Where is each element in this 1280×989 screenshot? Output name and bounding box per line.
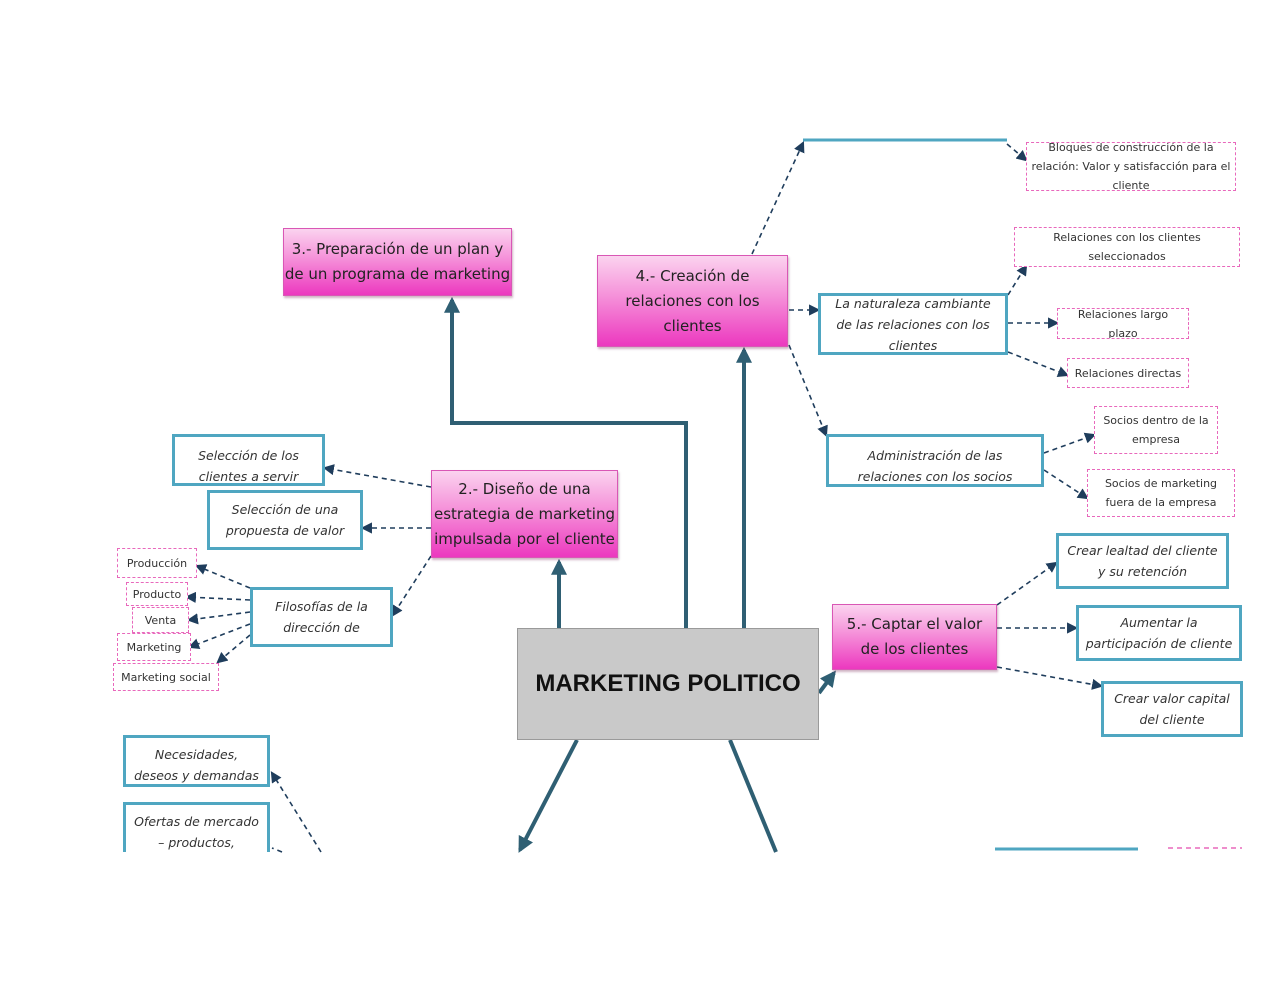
socios-fuera-node: Socios de marketing fuera de la empresa xyxy=(1087,469,1235,517)
bloques-node: Bloques de construcción de la relación: … xyxy=(1026,142,1236,191)
philosophy-producto: Producto xyxy=(126,582,188,606)
philosophy-venta-label: Venta xyxy=(144,613,177,627)
philosophy-marketing-label: Marketing xyxy=(126,640,182,654)
step-2-label: 2.- Diseño de una estrategia de marketin… xyxy=(434,479,615,548)
participacion-label: Aumentar la participación de cliente xyxy=(1085,615,1233,651)
s2-to-filosofias xyxy=(391,555,432,617)
center-node: MARKETING POLITICO xyxy=(517,628,819,740)
filosofias-to-marketing-social xyxy=(216,634,251,664)
participacion-node: Aumentar la participación de cliente xyxy=(1076,605,1242,661)
philosophy-marketing: Marketing xyxy=(117,633,191,661)
directas-label: Relaciones directas xyxy=(1074,366,1182,380)
trunk-to-step5 xyxy=(817,670,836,695)
trunk-down-right xyxy=(728,739,778,853)
philosophy-venta: Venta xyxy=(132,607,189,633)
admin-to-socios-fuera xyxy=(1043,469,1089,500)
trunk-to-step1 xyxy=(518,739,579,853)
capital-node: Crear valor capital del cliente xyxy=(1101,681,1243,737)
ofertas-label: Ofertas de mercado – productos, servicio… xyxy=(134,814,259,850)
step-3-label: 3.- Preparación de un plan y de un progr… xyxy=(284,240,511,283)
s5-to-lealtad xyxy=(996,561,1058,606)
propuesta-valor-node: Selección de una propuesta de valor xyxy=(207,490,363,550)
socios-fuera-label: Socios de marketing fuera de la empresa xyxy=(1104,477,1218,509)
naturaleza-node: La naturaleza cambiante de las relacione… xyxy=(818,293,1008,355)
philosophy-produccion: Producción xyxy=(117,548,197,578)
s2-to-seleccion-clientes xyxy=(322,464,432,488)
trunk-to-step3 xyxy=(444,296,688,628)
step-4-label: 4.- Creación de relaciones con los clien… xyxy=(625,266,760,335)
step-5-node: 5.- Captar el valor de los clientes xyxy=(832,604,997,670)
philosophy-produccion-label: Producción xyxy=(126,556,188,570)
directas-node: Relaciones directas xyxy=(1067,358,1189,388)
filosofias-to-producto xyxy=(184,591,251,604)
largo-plazo-node: Relaciones largo plazo xyxy=(1057,308,1189,339)
clientes-seleccionados-node: Relaciones con los clientes seleccionado… xyxy=(1014,227,1240,267)
seleccion-clientes-node: Selección de los clientes a servir xyxy=(172,434,325,486)
socios-dentro-label: Socios dentro de la empresa xyxy=(1103,414,1209,446)
filosofias-to-venta xyxy=(186,611,251,625)
step-2-node: 2.- Diseño de una estrategia de marketin… xyxy=(431,470,618,558)
philosophy-producto-label: Producto xyxy=(132,587,182,601)
s1-to-ofertas xyxy=(271,847,283,853)
administracion-label: Administración de las relaciones con los… xyxy=(857,448,1013,484)
naturaleza-to-directas xyxy=(1007,351,1070,377)
seleccion-clientes-label: Selección de los clientes a servir xyxy=(198,448,299,484)
ofertas-node: Ofertas de mercado – productos, servicio… xyxy=(123,802,270,852)
top-box-to-bloques xyxy=(1006,143,1028,162)
dashed-lines xyxy=(184,140,1104,853)
s5-to-capital xyxy=(996,666,1104,690)
bloques-label: Bloques de construcción de la relación: … xyxy=(1031,142,1231,191)
propuesta-valor-label: Selección de una propuesta de valor xyxy=(225,502,345,538)
step-3-node: 3.- Preparación de un plan y de un progr… xyxy=(283,228,512,296)
necesidades-label: Necesidades, deseos y demandas del clien… xyxy=(134,747,259,783)
philosophy-marketing-social-label: Marketing social xyxy=(121,670,211,684)
filosofias-node: Filosofías de la dirección de xyxy=(250,587,393,647)
s4-to-administracion xyxy=(788,344,828,438)
step-4-node: 4.- Creación de relaciones con los clien… xyxy=(597,255,788,347)
philosophy-marketing-social: Marketing social xyxy=(113,663,219,691)
naturaleza-label: La naturaleza cambiante de las relacione… xyxy=(835,295,991,353)
largo-plazo-label: Relaciones largo plazo xyxy=(1077,308,1169,339)
center-title: MARKETING POLITICO xyxy=(535,670,801,697)
necesidades-node: Necesidades, deseos y demandas del clien… xyxy=(123,735,270,787)
filosofias-label: Filosofías de la dirección de xyxy=(275,599,368,635)
filosofias-to-marketing xyxy=(187,623,251,650)
naturaleza-to-seleccionados xyxy=(1007,264,1028,296)
lealtad-label: Crear lealtad del cliente y su retención xyxy=(1067,543,1218,579)
administracion-node: Administración de las relaciones con los… xyxy=(826,434,1044,487)
s1-to-necesidades xyxy=(270,771,322,853)
step-5-label: 5.- Captar el valor de los clientes xyxy=(846,615,983,658)
filosofias-to-produccion xyxy=(194,564,251,589)
socios-dentro-node: Socios dentro de la empresa xyxy=(1094,406,1218,454)
clientes-seleccionados-label: Relaciones con los clientes seleccionado… xyxy=(1053,231,1201,263)
capital-label: Crear valor capital del cliente xyxy=(1114,691,1230,727)
admin-to-socios-dentro xyxy=(1043,432,1097,454)
s4-to-top-box xyxy=(751,140,805,255)
lealtad-node: Crear lealtad del cliente y su retención xyxy=(1056,533,1229,589)
trunk-lines xyxy=(444,296,836,853)
